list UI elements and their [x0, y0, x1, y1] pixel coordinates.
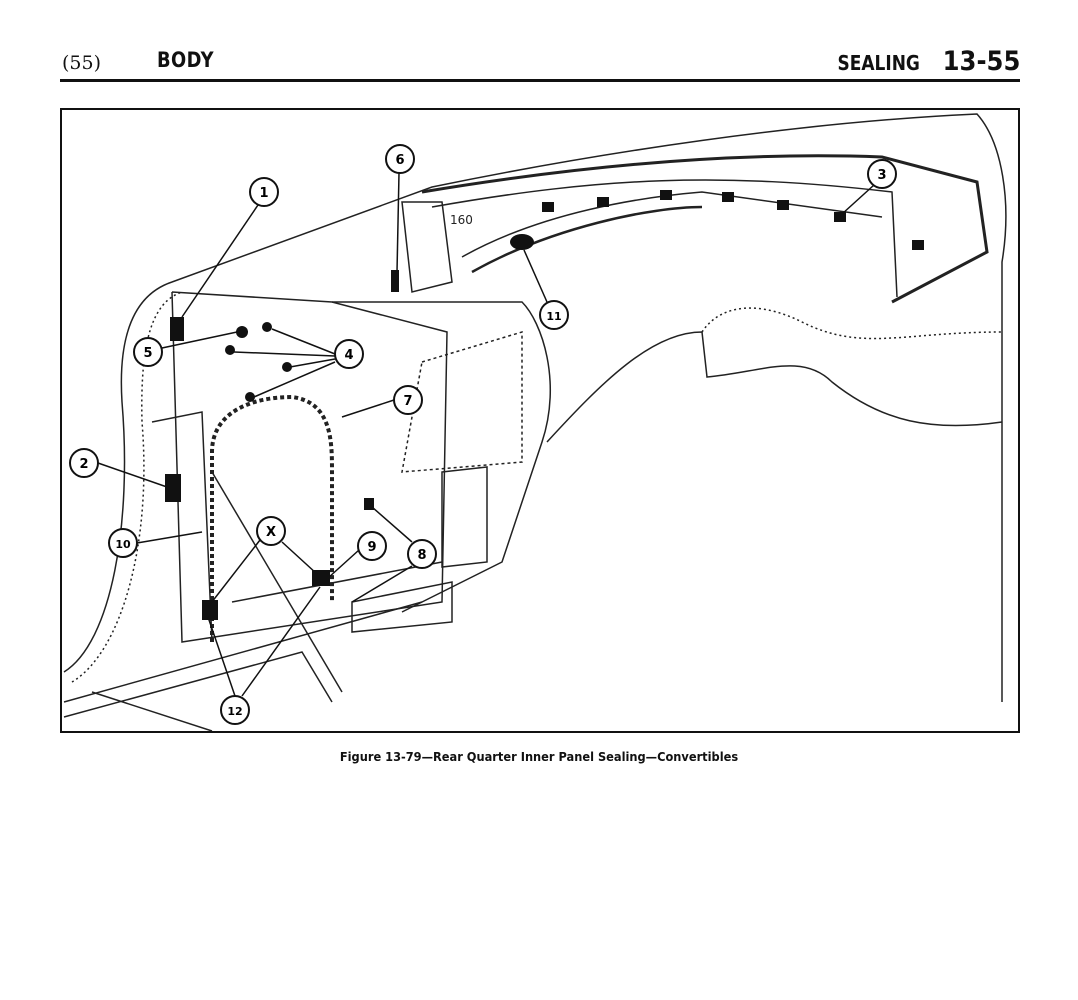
callout-x: X [256, 516, 286, 546]
svg-text:6: 6 [395, 153, 404, 168]
page-number: 13-55 [942, 46, 1020, 77]
svg-text:3: 3 [877, 168, 886, 183]
rear-quarter-panel-drawing: 160 1 2 3 4 5 6 7 8 9 10 11 12 X [63, 113, 1007, 732]
svg-text:2: 2 [79, 457, 88, 472]
svg-text:7: 7 [403, 394, 412, 409]
svg-text:8: 8 [417, 548, 426, 563]
callout-12: 12 [220, 695, 250, 725]
callout-1: 1 [249, 177, 279, 207]
callouts: 1 2 3 4 5 6 7 8 9 10 11 12 X [69, 144, 897, 725]
svg-text:11: 11 [546, 310, 561, 323]
callout-4: 4 [334, 339, 364, 369]
figure-caption: Figure 13-79—Rear Quarter Inner Panel Se… [339, 750, 739, 764]
callout-2: 2 [69, 448, 99, 478]
callout-9: 9 [357, 531, 387, 561]
callout-10: 10 [108, 528, 138, 558]
figure-illustration: 160 1 2 3 4 5 6 7 8 9 10 11 12 X [60, 108, 1020, 733]
svg-text:10: 10 [115, 538, 131, 551]
svg-text:9: 9 [367, 540, 376, 555]
callout-6: 6 [385, 144, 415, 174]
subsection-title: SEALING [837, 51, 920, 75]
callout-7: 7 [393, 385, 423, 415]
svg-text:4: 4 [344, 348, 353, 363]
svg-text:12: 12 [227, 705, 242, 718]
section-title: BODY [157, 48, 214, 72]
panel-marking: 160 [450, 213, 473, 227]
callout-8: 8 [407, 539, 437, 569]
header-rule [60, 79, 1020, 82]
svg-text:X: X [266, 525, 276, 540]
svg-text:5: 5 [143, 346, 152, 361]
callout-3: 3 [867, 159, 897, 189]
callout-11: 11 [539, 300, 569, 330]
svg-text:1: 1 [259, 186, 268, 201]
page-reference: (55) [62, 52, 102, 74]
callout-5: 5 [133, 337, 163, 367]
